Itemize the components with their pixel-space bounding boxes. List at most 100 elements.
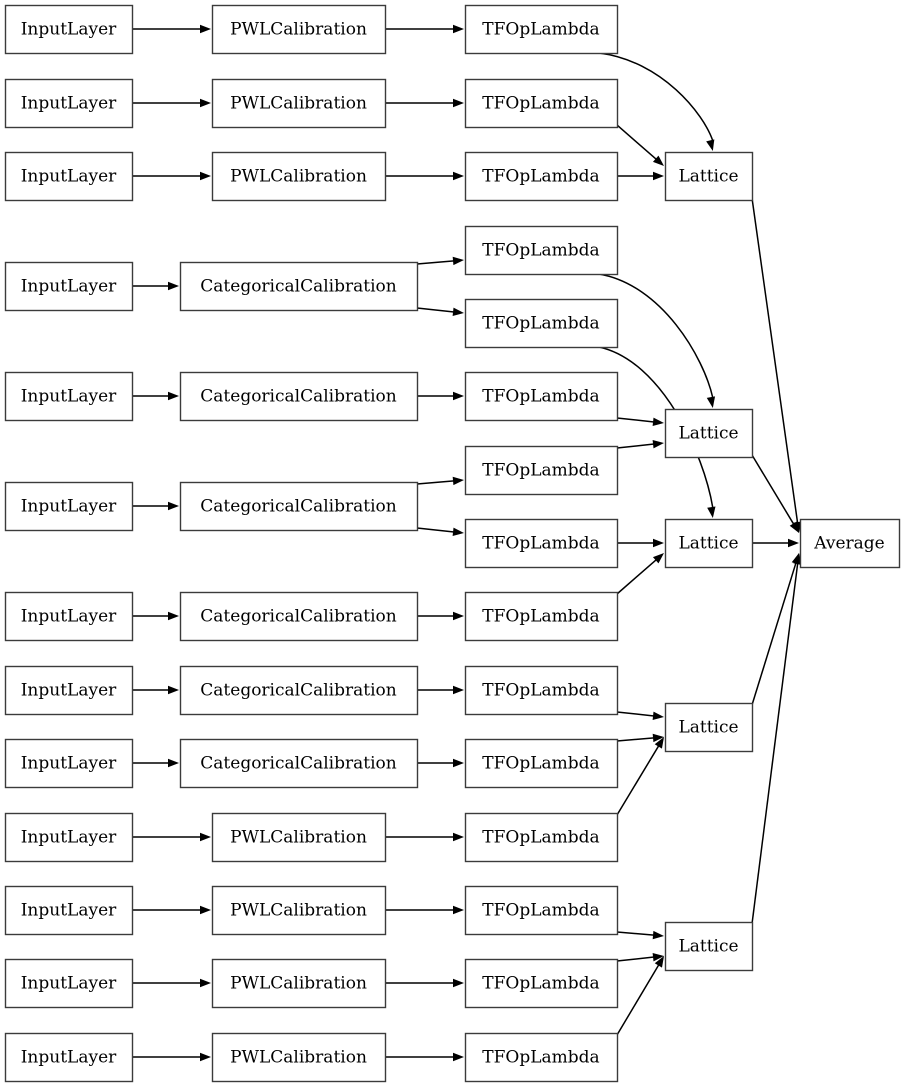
- node-box[interactable]: [664, 702, 754, 753]
- node-box[interactable]: [211, 78, 387, 129]
- node-lattice-lat3[interactable]: Lattice: [664, 518, 754, 569]
- node-tfop-lambda-op11[interactable]: TFOpLambda: [464, 738, 619, 789]
- node-box[interactable]: [4, 812, 134, 863]
- node-input-layer-in9[interactable]: InputLayer: [4, 738, 134, 789]
- node-box[interactable]: [4, 1032, 134, 1083]
- node-lattice-lat4[interactable]: Lattice: [664, 702, 754, 753]
- node-box[interactable]: [4, 958, 134, 1009]
- node-box[interactable]: [211, 151, 387, 202]
- node-pwlcalibration-cal13[interactable]: PWLCalibration: [211, 1032, 387, 1083]
- node-box[interactable]: [4, 481, 134, 532]
- node-tfop-lambda-op2[interactable]: TFOpLambda: [464, 78, 619, 129]
- node-box[interactable]: [4, 665, 134, 716]
- node-box[interactable]: [4, 78, 134, 129]
- node-input-layer-in8[interactable]: InputLayer: [4, 665, 134, 716]
- node-pwlcalibration-cal10[interactable]: PWLCalibration: [211, 812, 387, 863]
- node-box[interactable]: [211, 958, 387, 1009]
- node-tfop-lambda-op8[interactable]: TFOpLambda: [464, 518, 619, 569]
- node-input-layer-in11[interactable]: InputLayer: [4, 885, 134, 936]
- node-lattice-lat1[interactable]: Lattice: [664, 151, 754, 202]
- node-input-layer-in4[interactable]: InputLayer: [4, 261, 134, 312]
- node-box[interactable]: [464, 298, 619, 349]
- node-label: TFOpLambda: [482, 754, 599, 774]
- node-tfop-lambda-op9[interactable]: TFOpLambda: [464, 591, 619, 642]
- node-input-layer-in7[interactable]: InputLayer: [4, 591, 134, 642]
- node-box[interactable]: [211, 812, 387, 863]
- node-lattice-lat2[interactable]: Lattice: [664, 408, 754, 459]
- node-label: InputLayer: [21, 167, 117, 187]
- node-tfop-lambda-op12[interactable]: TFOpLambda: [464, 812, 619, 863]
- node-box[interactable]: [4, 738, 134, 789]
- node-box[interactable]: [179, 261, 419, 312]
- node-input-layer-in13[interactable]: InputLayer: [4, 1032, 134, 1083]
- node-pwlcalibration-cal3[interactable]: PWLCalibration: [211, 151, 387, 202]
- node-categorical-calibration-cal8[interactable]: CategoricalCalibration: [179, 665, 419, 716]
- node-tfop-lambda-op4[interactable]: TFOpLambda: [464, 225, 619, 276]
- node-box[interactable]: [464, 591, 619, 642]
- node-box[interactable]: [664, 921, 754, 972]
- node-tfop-lambda-op1[interactable]: TFOpLambda: [464, 4, 619, 55]
- node-box[interactable]: [464, 445, 619, 496]
- node-box[interactable]: [464, 958, 619, 1009]
- node-box[interactable]: [464, 371, 619, 422]
- node-tfop-lambda-op10[interactable]: TFOpLambda: [464, 665, 619, 716]
- node-tfop-lambda-op6[interactable]: TFOpLambda: [464, 371, 619, 422]
- node-pwlcalibration-cal11[interactable]: PWLCalibration: [211, 885, 387, 936]
- node-tfop-lambda-op13[interactable]: TFOpLambda: [464, 885, 619, 936]
- node-box[interactable]: [464, 151, 619, 202]
- node-box[interactable]: [211, 1032, 387, 1083]
- node-input-layer-in3[interactable]: InputLayer: [4, 151, 134, 202]
- node-categorical-calibration-cal9[interactable]: CategoricalCalibration: [179, 738, 419, 789]
- node-input-layer-in10[interactable]: InputLayer: [4, 812, 134, 863]
- node-box[interactable]: [179, 481, 419, 532]
- node-categorical-calibration-cal5[interactable]: CategoricalCalibration: [179, 371, 419, 422]
- node-pwlcalibration-cal2[interactable]: PWLCalibration: [211, 78, 387, 129]
- edge-line: [751, 454, 795, 525]
- node-categorical-calibration-cal4[interactable]: CategoricalCalibration: [179, 261, 419, 312]
- edge-arrowhead: [200, 24, 211, 34]
- node-box[interactable]: [211, 885, 387, 936]
- node-box[interactable]: [464, 885, 619, 936]
- node-box[interactable]: [179, 591, 419, 642]
- node-lattice-lat5[interactable]: Lattice: [664, 921, 754, 972]
- node-input-layer-in6[interactable]: InputLayer: [4, 481, 134, 532]
- node-tfop-lambda-op3[interactable]: TFOpLambda: [464, 151, 619, 202]
- node-box[interactable]: [664, 518, 754, 569]
- node-box[interactable]: [179, 738, 419, 789]
- node-box[interactable]: [4, 4, 134, 55]
- node-box[interactable]: [464, 738, 619, 789]
- node-input-layer-in5[interactable]: InputLayer: [4, 371, 134, 422]
- node-input-layer-in12[interactable]: InputLayer: [4, 958, 134, 1009]
- node-box[interactable]: [464, 1032, 619, 1083]
- node-box[interactable]: [799, 518, 901, 569]
- node-pwlcalibration-cal1[interactable]: PWLCalibration: [211, 4, 387, 55]
- node-box[interactable]: [4, 885, 134, 936]
- node-tfop-lambda-op5[interactable]: TFOpLambda: [464, 298, 619, 349]
- node-categorical-calibration-cal7[interactable]: CategoricalCalibration: [179, 591, 419, 642]
- node-categorical-calibration-cal6[interactable]: CategoricalCalibration: [179, 481, 419, 532]
- node-box[interactable]: [4, 371, 134, 422]
- node-box[interactable]: [179, 371, 419, 422]
- node-input-layer-in1[interactable]: InputLayer: [4, 4, 134, 55]
- node-average-avg[interactable]: Average: [799, 518, 901, 569]
- edge-in2-to-cal2: [132, 98, 211, 108]
- node-box[interactable]: [664, 408, 754, 459]
- node-box[interactable]: [464, 78, 619, 129]
- node-box[interactable]: [464, 665, 619, 716]
- node-box[interactable]: [664, 151, 754, 202]
- node-box[interactable]: [464, 518, 619, 569]
- node-box[interactable]: [464, 4, 619, 55]
- node-tfop-lambda-op15[interactable]: TFOpLambda: [464, 1032, 619, 1083]
- node-input-layer-in2[interactable]: InputLayer: [4, 78, 134, 129]
- node-box[interactable]: [211, 4, 387, 55]
- node-tfop-lambda-op14[interactable]: TFOpLambda: [464, 958, 619, 1009]
- node-box[interactable]: [464, 812, 619, 863]
- node-tfop-lambda-op7[interactable]: TFOpLambda: [464, 445, 619, 496]
- node-box[interactable]: [4, 591, 134, 642]
- node-pwlcalibration-cal12[interactable]: PWLCalibration: [211, 958, 387, 1009]
- node-box[interactable]: [464, 225, 619, 276]
- node-label: TFOpLambda: [482, 314, 599, 334]
- node-box[interactable]: [4, 151, 134, 202]
- node-box[interactable]: [4, 261, 134, 312]
- node-box[interactable]: [179, 665, 419, 716]
